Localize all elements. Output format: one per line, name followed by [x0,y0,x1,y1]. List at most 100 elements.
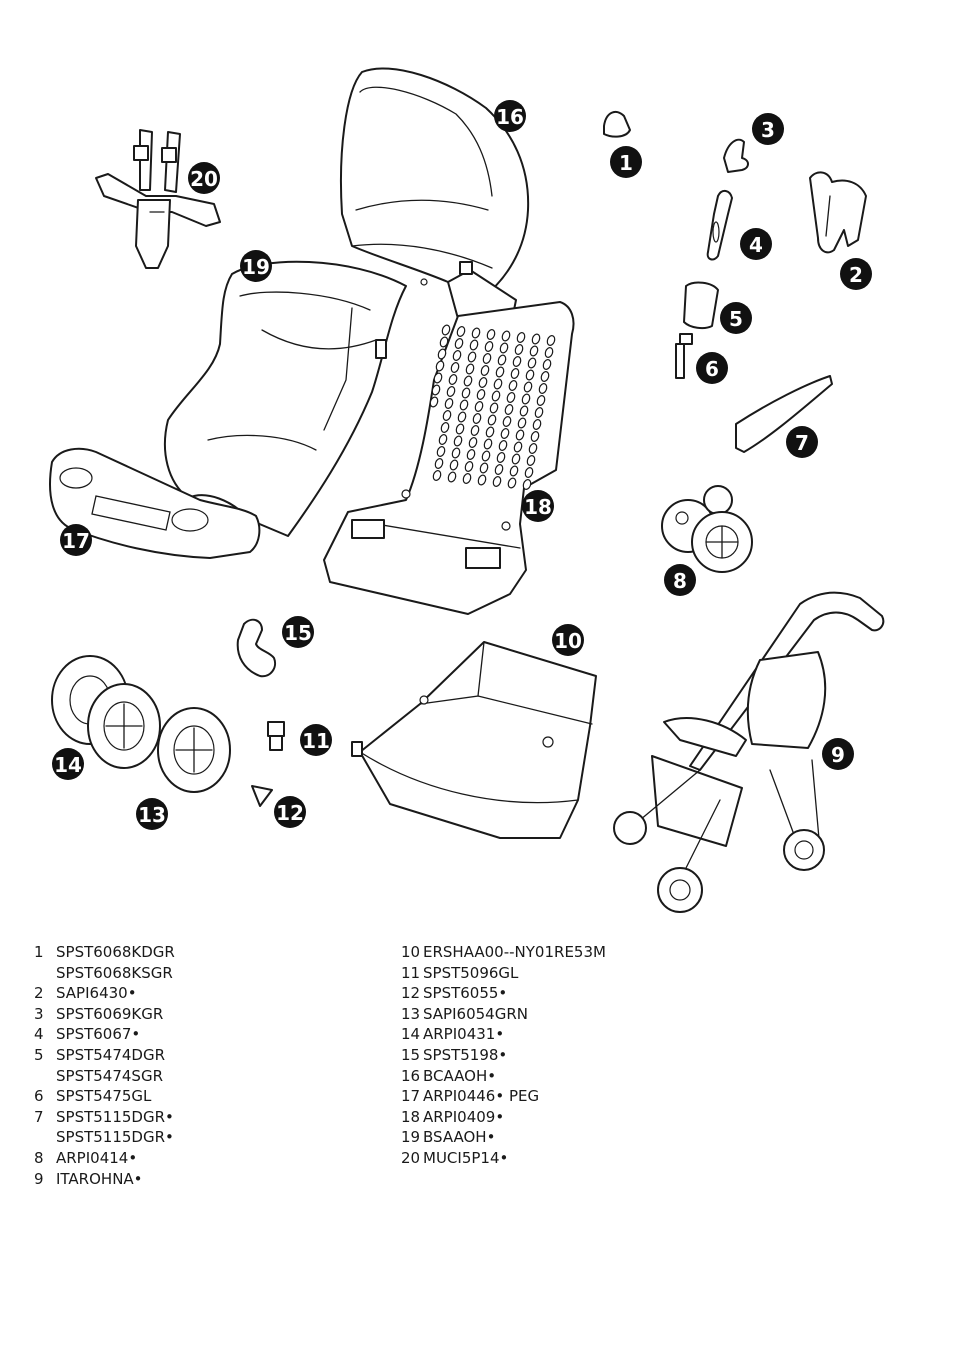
plate-hole [492,476,502,487]
callout-2: 2 [840,258,872,290]
plate-hole [522,479,532,490]
part-code: MUCI5P14• [423,1148,509,1167]
part-code: SPST6068KSGR [56,963,173,982]
plate-hole [527,357,537,369]
plate-hole [464,461,474,472]
callout-20: 20 [188,162,220,194]
plate-hole [483,438,493,450]
callout-17: 17 [60,524,92,556]
plate-hole [453,435,463,447]
plate-hole [477,474,487,486]
plate-hole [433,372,443,384]
svg-text:11: 11 [302,729,330,753]
plate-hole [511,453,521,465]
part-code: SAPI6430• [56,984,137,1003]
plate-hole [450,362,460,373]
part-code: SPST5198• [423,1045,508,1064]
parts-list-row: SPST5474SGR [34,1066,175,1087]
plate-hole [435,360,445,372]
part-1-drawing [603,110,631,138]
plate-hole [434,458,444,469]
plate-hole [440,422,450,433]
plate-hole [495,366,505,378]
plate-hole [429,396,439,408]
plate-hole [454,338,464,349]
callout-14: 14 [52,748,84,780]
plate-hole [510,368,520,379]
plate-hole [479,462,489,474]
part-code: SPST5096GL [423,963,519,982]
svg-text:1: 1 [619,151,633,175]
part-number: 5 [34,1045,44,1064]
plate-hole [447,471,457,483]
plate-hole [493,378,503,390]
callout-11: 11 [300,724,332,756]
plate-hole [442,410,452,421]
plate-hole [452,350,462,361]
plate-hole [468,437,478,448]
plate-hole [526,455,536,466]
plate-hole [513,441,523,453]
plate-hole [444,398,454,409]
callout-15: 15 [282,616,314,648]
part-number: 6 [34,1087,44,1106]
plate-hole [467,351,477,363]
plate-hole [478,377,488,388]
part-number [34,1066,56,1087]
callout-8: 8 [664,564,696,596]
part-number: 3 [34,1004,44,1023]
svg-text:8: 8 [673,569,687,593]
svg-text:12: 12 [276,801,304,825]
callout-9: 9 [822,738,854,770]
part-code: SAPI6054GRN [423,1004,528,1023]
plate-hole [466,449,476,460]
part-code: BSAAOH• [423,1128,496,1147]
plate-hole [504,404,514,415]
plate-hole [515,429,525,441]
plate-hole [489,402,499,414]
part-number: 17 [401,1087,421,1106]
part-4-drawing [706,190,733,261]
part-3-drawing [723,138,749,173]
part-number: 14 [401,1025,421,1044]
plate-hole [521,393,531,405]
plate-hole [542,359,552,370]
plate-hole [514,344,524,355]
parts-list-row: 3 SPST6069KGR [34,1004,175,1025]
plate-hole [482,353,492,364]
svg-text:7: 7 [795,431,809,455]
svg-text:16: 16 [496,105,524,129]
part-number: 12 [401,984,421,1003]
plate-hole [461,387,471,399]
svg-text:5: 5 [729,307,743,331]
part-number: 19 [401,1128,421,1147]
svg-text:15: 15 [284,621,312,645]
plate-hole [462,473,472,484]
plate-hole [496,452,506,463]
svg-text:17: 17 [62,529,90,553]
plate-hole [491,390,501,402]
part-code: SPST6069KGR [56,1004,164,1023]
rear-wheel-assembly-drawing [51,655,161,769]
plate-hole [524,467,534,478]
svg-text:10: 10 [554,629,582,653]
plate-hole [532,419,542,430]
plate-hole [455,423,465,435]
part-number: 15 [401,1045,421,1064]
part-number: 10 [401,943,421,961]
plate-hole [529,345,539,357]
part-number: 11 [401,963,421,982]
seat-base-drawing [323,301,575,615]
plate-hole [431,384,441,396]
